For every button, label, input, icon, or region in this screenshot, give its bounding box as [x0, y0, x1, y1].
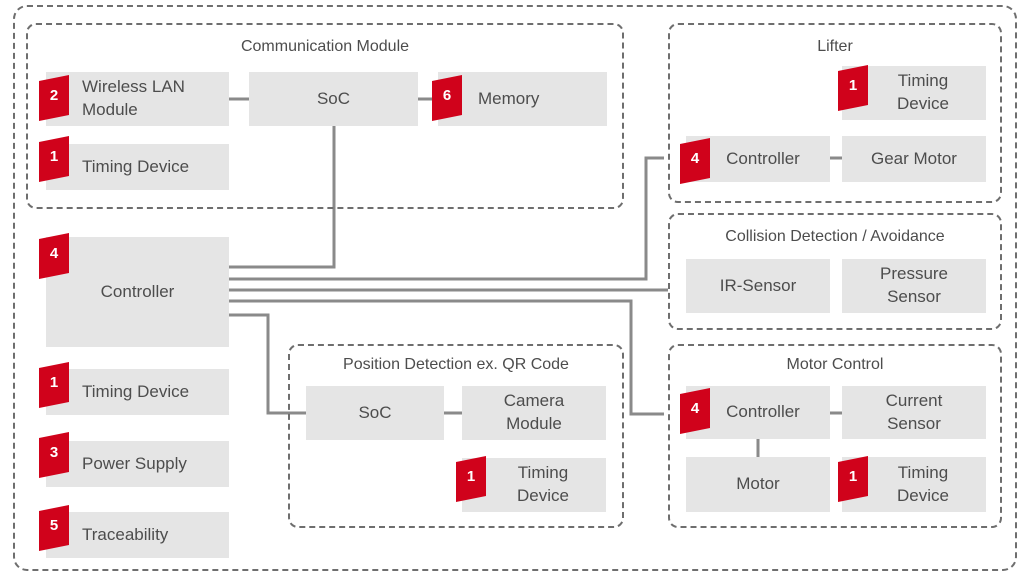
timing-device-label: Timing Device	[82, 381, 190, 401]
badge-memory-number: 6	[442, 86, 452, 104]
badge-lifter-timing: 1	[838, 65, 870, 113]
power-supply: Power Supply	[46, 441, 229, 487]
wireless-lan-module: Wireless LAN Module	[46, 72, 229, 126]
badge-timing-number: 1	[49, 373, 59, 391]
lifter-frame	[668, 23, 1002, 203]
wire-controller-comm-soc	[229, 126, 336, 269]
badge-lifter-controller: 4	[680, 138, 712, 186]
badge-trace: 5	[39, 505, 71, 553]
memory-label: Memory	[478, 88, 540, 108]
comm-soc: SoC	[249, 72, 418, 126]
communication-module-frame	[26, 23, 624, 209]
badge-controller-number: 4	[49, 244, 59, 262]
collision-title: Collision Detection / Avoidance	[725, 228, 945, 245]
badge-memory: 6	[432, 75, 464, 123]
wire-controller-position	[229, 313, 306, 415]
timing-device: Timing Device	[46, 369, 229, 415]
system-frame	[13, 5, 1017, 571]
power-supply-label: Power Supply	[82, 453, 187, 473]
lifter-timing-label: Timing Device	[897, 71, 949, 113]
badge-motor-controller-number: 4	[690, 399, 700, 417]
collision-frame	[668, 213, 1002, 330]
ir-sensor: IR-Sensor	[686, 259, 830, 313]
comm-timing-device: Timing Device	[46, 144, 229, 190]
badge-wlan: 2	[39, 75, 71, 123]
lifter-title: Lifter	[817, 38, 853, 55]
wireless-lan-label: Wireless LAN Module	[82, 77, 185, 119]
wire-controller-lifter	[229, 156, 664, 281]
camera-module-label: Camera Module	[503, 391, 565, 433]
badge-comm-timing-number: 1	[49, 147, 59, 165]
gear-motor: Gear Motor	[842, 136, 986, 182]
badge-power-number: 3	[49, 443, 59, 461]
gear-motor-label: Gear Motor	[871, 148, 957, 168]
memory: Memory	[438, 72, 607, 126]
comm-timing-label: Timing Device	[82, 156, 190, 176]
main-controller-label: Controller	[100, 281, 175, 301]
badge-pos-timing: 1	[456, 456, 488, 504]
camera-module: Camera Module	[462, 386, 606, 440]
pos-soc-label: SoC	[358, 402, 392, 422]
pos-timing-label: Timing Device	[517, 463, 569, 505]
badge-lifter-controller-number: 4	[690, 149, 700, 167]
motor-timing-label: Timing Device	[897, 462, 949, 505]
badge-power: 3	[39, 432, 71, 480]
badge-timing: 1	[39, 362, 71, 410]
pos-soc: SoC	[306, 386, 444, 440]
badge-motor-timing-number: 1	[848, 467, 858, 485]
traceability-label: Traceability	[82, 524, 169, 544]
main-controller: Controller	[46, 237, 229, 347]
badge-lifter-timing-number: 1	[848, 76, 858, 94]
current-sensor-label: Current Sensor	[885, 390, 943, 433]
pressure-sensor-label: Pressure Sensor	[879, 264, 949, 306]
motor-control-title: Motor Control	[786, 356, 884, 373]
badge-trace-number: 5	[49, 516, 59, 534]
position-detection-frame	[288, 344, 624, 528]
traceability: Traceability	[46, 512, 229, 558]
communication-module-title: Communication Module	[240, 38, 410, 55]
motor-label: Motor	[736, 474, 780, 494]
pressure-sensor: Pressure Sensor	[842, 259, 986, 313]
badge-pos-timing-number: 1	[466, 467, 476, 485]
motor-controller-label: Controller	[726, 402, 800, 422]
badge-controller: 4	[39, 233, 71, 281]
badge-motor-timing: 1	[838, 456, 870, 504]
badge-comm-timing: 1	[39, 136, 71, 184]
motor: Motor	[686, 457, 830, 512]
ir-sensor-label: IR-Sensor	[719, 275, 797, 295]
badge-wlan-number: 2	[49, 86, 59, 104]
badge-motor-controller: 4	[680, 388, 712, 436]
position-detection-title: Position Detection ex. QR Code	[343, 356, 569, 373]
lifter-controller-label: Controller	[726, 148, 800, 168]
motor-control-frame	[668, 344, 1002, 528]
comm-soc-label: SoC	[316, 88, 351, 108]
wire-controller-motor	[229, 299, 664, 416]
current-sensor: Current Sensor	[842, 386, 986, 439]
